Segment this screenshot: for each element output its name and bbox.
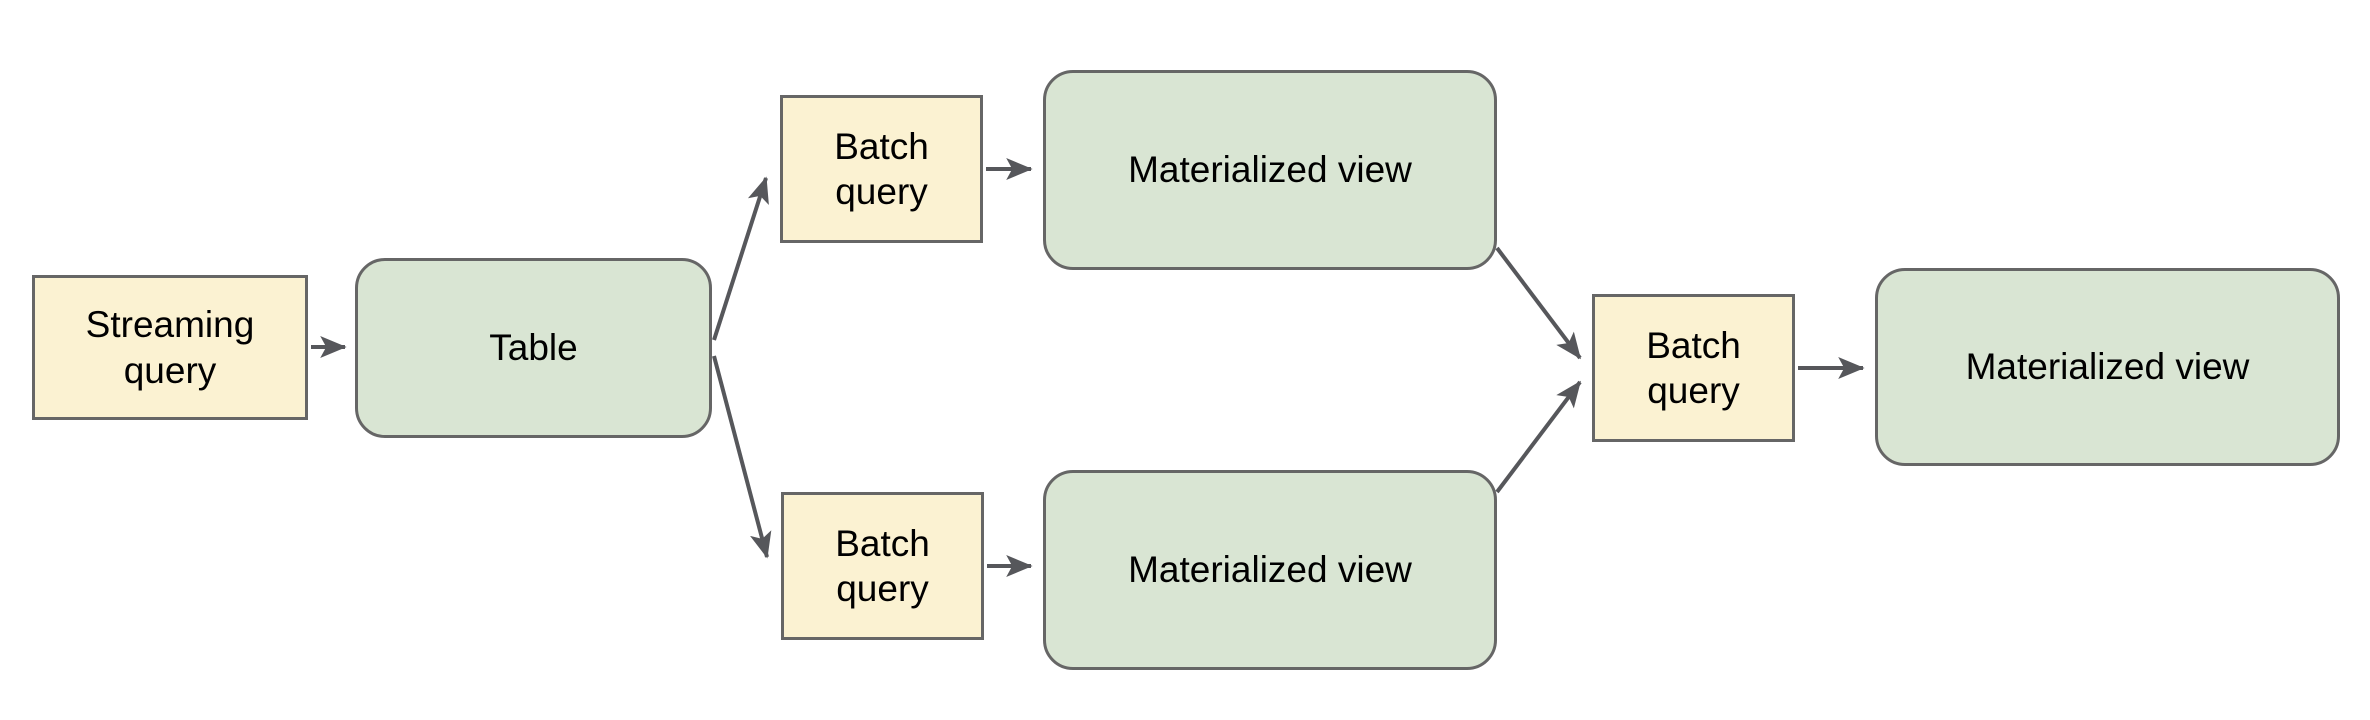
node-materialized-view-top-label: Materialized view [1128,149,1412,191]
node-streaming-query[interactable]: Streaming query [32,275,308,420]
edge-table-to-batch-query-top [712,176,769,341]
edge-materialized-view-bottom-to-batch-query-right [1495,380,1582,494]
node-batch-query-top[interactable]: Batch query [780,95,983,243]
edge-table-to-batch-query-bottom [712,355,772,559]
node-materialized-view-bottom[interactable]: Materialized view [1043,470,1497,670]
node-table[interactable]: Table [355,258,712,438]
node-materialized-view-right[interactable]: Materialized view [1875,268,2340,466]
node-batch-query-bottom-label: Batch query [835,522,930,609]
node-batch-query-right-label: Batch query [1646,324,1741,411]
edge-materialized-view-top-to-batch-query-right [1495,246,1582,360]
node-streaming-query-label: Streaming query [85,304,255,391]
node-batch-query-bottom[interactable]: Batch query [781,492,984,640]
node-materialized-view-bottom-label: Materialized view [1128,549,1412,591]
node-table-label: Table [489,327,578,369]
node-batch-query-right[interactable]: Batch query [1592,294,1795,442]
node-materialized-view-top[interactable]: Materialized view [1043,70,1497,270]
node-batch-query-top-label: Batch query [834,125,929,212]
node-materialized-view-right-label: Materialized view [1965,346,2250,388]
